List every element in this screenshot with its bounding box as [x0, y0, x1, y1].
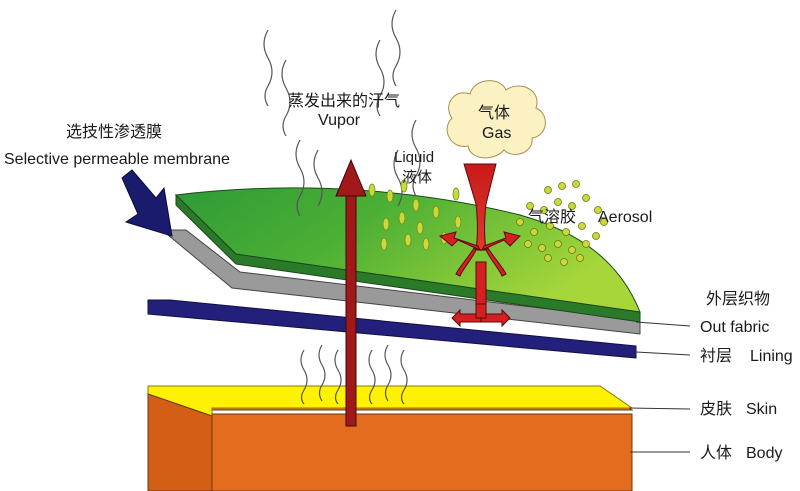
outfabric-label-cn: 外层织物	[706, 289, 770, 308]
out-fabric-layer	[174, 187, 641, 323]
lining-label-en: Lining	[750, 348, 793, 365]
gas-arrow	[438, 163, 521, 328]
liquid-label-en: Liquid	[394, 149, 434, 166]
lining-label-cn: 衬层	[700, 346, 732, 365]
liquid-droplets	[368, 179, 462, 251]
gas-label-en: Gas	[482, 125, 511, 142]
outfabric-label-en: Out fabric	[700, 319, 769, 336]
membrane-arrow	[121, 169, 173, 237]
leader-lines	[629, 321, 691, 453]
skin-label-en: Skin	[746, 401, 777, 418]
skin-label-cn: 皮肤	[700, 399, 732, 418]
body-block	[147, 385, 634, 491]
aerosol-particles	[516, 180, 608, 266]
vapor-up-arrow	[335, 158, 367, 427]
liquid-label-cn: 液体	[402, 168, 432, 186]
skin-layer	[147, 385, 634, 417]
aerosol-label-cn: 气溶胶	[528, 207, 576, 226]
aerosol-label-en: Aerosol	[598, 209, 652, 226]
body-label-cn: 人体	[700, 443, 732, 462]
gas-cloud	[446, 80, 546, 159]
body-label-en: Body	[746, 445, 782, 462]
membrane-label-cn: 选技性渗透膜	[66, 122, 162, 141]
body-front-face	[211, 413, 633, 491]
skin-vapor-wisps	[300, 344, 408, 405]
gas-label-cn: 气体	[478, 103, 510, 122]
membrane-label-en: Selective permeable membrane	[4, 151, 230, 168]
vapor-label-cn: 蒸发出来的汗气	[288, 91, 400, 110]
vapor-wisps	[263, 9, 421, 217]
body-side-face	[147, 393, 213, 491]
vapor-label-en: Vupor	[318, 112, 361, 129]
